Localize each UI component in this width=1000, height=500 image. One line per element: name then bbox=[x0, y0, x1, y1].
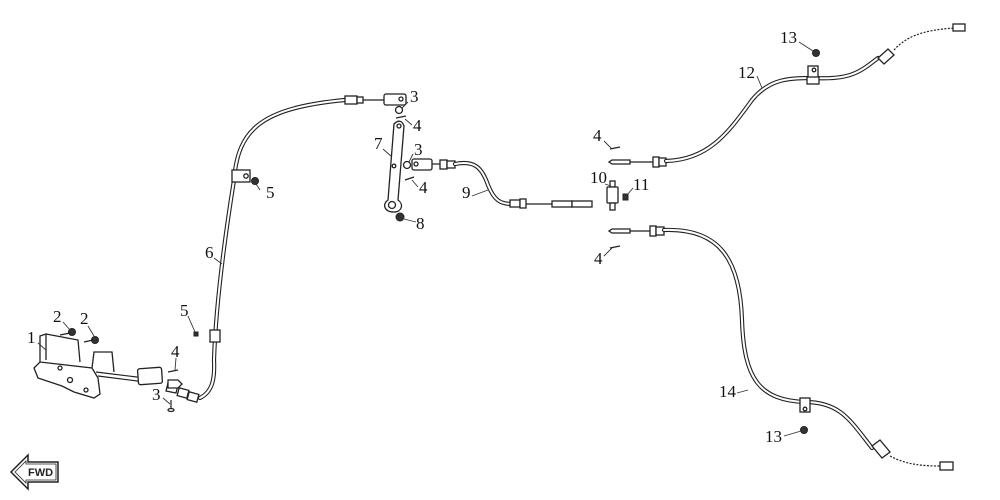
cotter-pin bbox=[167, 369, 179, 373]
callout-11: 11 bbox=[633, 175, 649, 194]
bolt-2-right bbox=[83, 336, 99, 344]
cable-clamp bbox=[231, 169, 251, 183]
nut-5 bbox=[251, 177, 259, 185]
pedal-pad bbox=[136, 366, 164, 386]
cotter-pin-mid bbox=[404, 176, 415, 181]
callout-4-lower-right: 4 bbox=[594, 249, 603, 268]
callout-5-lower: 5 bbox=[180, 301, 189, 320]
front-brake-cable[interactable] bbox=[165, 93, 407, 403]
brake-pedal-bracket[interactable] bbox=[33, 333, 164, 399]
callout-14: 14 bbox=[719, 382, 737, 401]
middle-brake-cable[interactable] bbox=[411, 158, 593, 209]
callout-3-mid: 3 bbox=[414, 140, 423, 159]
callout-9: 9 bbox=[462, 183, 471, 202]
callout-4-top: 4 bbox=[413, 116, 422, 135]
equalizer[interactable] bbox=[606, 180, 619, 211]
fwd-indicator: FWD bbox=[9, 453, 59, 491]
rear-brake-cable-lower[interactable] bbox=[607, 225, 954, 471]
lever[interactable] bbox=[383, 120, 405, 213]
callout-8: 8 bbox=[416, 214, 425, 233]
clevis-pin-3-top bbox=[394, 105, 404, 115]
nut-13-upper bbox=[812, 49, 820, 57]
cable-nut bbox=[344, 95, 358, 105]
cotter-pin-top bbox=[395, 115, 407, 119]
callout-4-mid: 4 bbox=[419, 178, 428, 197]
cable-bracket-lower bbox=[799, 397, 811, 413]
clevis-pin-3-pedal bbox=[167, 400, 175, 413]
callout-5-upper: 5 bbox=[266, 183, 275, 202]
callout-7: 7 bbox=[374, 134, 383, 153]
callout-4-pedal: 4 bbox=[171, 342, 180, 361]
callout-2-right: 2 bbox=[80, 309, 89, 328]
callout-10: 10 bbox=[590, 168, 607, 187]
callout-13-lower: 13 bbox=[765, 427, 782, 446]
callout-3-top: 3 bbox=[410, 87, 419, 106]
callout-13-upper: 13 bbox=[780, 28, 797, 47]
callout-6: 6 bbox=[205, 243, 214, 262]
cotter-pin-lower bbox=[609, 245, 621, 249]
nut-13-lower bbox=[800, 426, 808, 434]
callout-2-left: 2 bbox=[53, 307, 62, 326]
callout-labels: 1 2 2 3 4 5 6 5 3 4 7 3 4 8 9 4 10 11 4 … bbox=[27, 28, 797, 446]
clevis-pedal bbox=[167, 379, 183, 389]
leader-lines bbox=[37, 41, 814, 437]
nut-11 bbox=[622, 193, 629, 201]
bolt-2-left bbox=[59, 328, 76, 336]
cable-clamp-lower bbox=[209, 329, 221, 343]
nut-5-lower bbox=[193, 331, 199, 337]
fwd-label: FWD bbox=[28, 467, 53, 479]
cotter-pin-upper bbox=[609, 146, 621, 150]
callout-1: 1 bbox=[27, 328, 36, 347]
callout-3-pedal: 3 bbox=[152, 385, 161, 404]
rear-brake-cable-upper[interactable] bbox=[607, 23, 966, 168]
callout-12: 12 bbox=[738, 63, 755, 82]
nut-8 bbox=[395, 212, 405, 222]
arrow-left-icon bbox=[9, 453, 59, 491]
clevis-pin-3-mid bbox=[402, 160, 412, 170]
callout-4-upper-right: 4 bbox=[593, 126, 602, 145]
